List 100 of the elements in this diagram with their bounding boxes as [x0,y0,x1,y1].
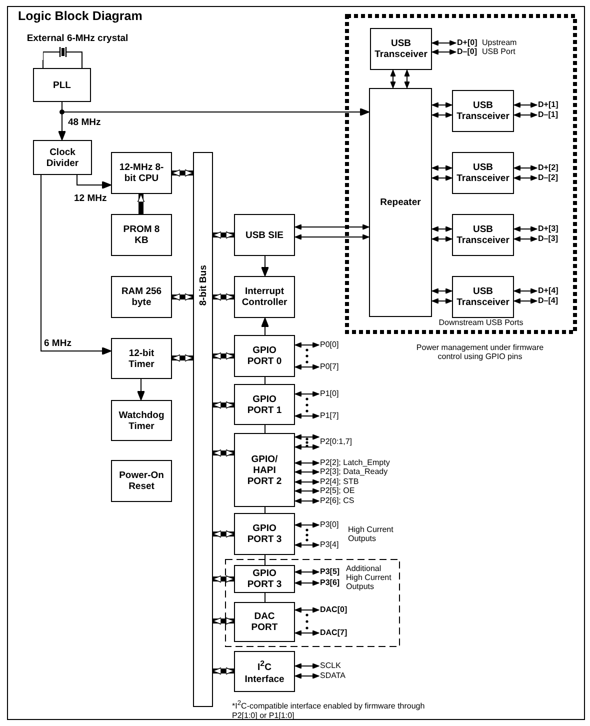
block-label: GPIO/ HAPI PORT 2 [246,454,283,486]
double-arrow [294,224,370,230]
pin-label: SDATA [320,671,346,681]
double-arrow [432,236,452,242]
pin-label: D–[2] [538,173,558,183]
pin-label: SCLK [320,661,341,671]
block-label: GPIO PORT 0 [246,345,283,367]
pin-label: D+[2] [538,163,558,173]
pin-label: P2[6]; CS [320,496,354,506]
double-arrow [432,226,452,232]
block-label: DAC PORT [250,611,279,633]
pin-arrow [432,49,456,55]
connector-line [264,506,266,514]
pin-arrow [514,165,538,171]
pin-label: P1[7] [320,411,339,421]
bus-label: 8-bit Bus [198,265,208,306]
pin-arrow [294,469,320,475]
pin-arrow [514,288,538,294]
pin-label: D–[0] [457,47,478,57]
pin-label: P2[4]; STB [320,477,359,487]
pin-label: P3[4] [320,540,339,550]
bus-arrow [137,194,145,214]
block-label: Power-On Reset [119,470,164,492]
note: Power management under firmware control using GPIO pins [415,343,545,361]
block-box [234,433,295,507]
block-label: 12-bit Timer [128,348,156,370]
pin-arrow [294,630,320,636]
pin-label: P3[5] [320,567,340,577]
arrow [137,378,145,400]
crystal-label: External 6-MHz crystal [26,33,128,44]
block-box [111,214,172,256]
bus-arrow [212,352,234,360]
pin-arrow [514,102,538,108]
pin-label: P3[6] [320,578,340,588]
bus-arrow [212,530,234,538]
block-box [452,152,514,194]
pin-label: D+[1] [538,100,558,110]
pin-label: P2[0:1,7] [320,437,352,447]
block-box [111,338,172,379]
diagram-title: Logic Block Diagram [18,9,142,23]
double-arrow [432,112,452,118]
pin-label: P2[2]; Latch_Empty [320,458,390,468]
double-arrow [294,234,370,240]
block-label: GPIO PORT 1 [246,394,283,416]
pin-arrow [294,607,320,613]
edge-label: 12 MHz [74,193,107,204]
block-box [33,68,91,102]
block-label: Interrupt Controller [242,286,288,308]
block-label: USB Transceiver [374,38,428,60]
bus-arrow [172,169,194,177]
double-arrow [432,102,452,108]
block-box [234,651,295,692]
pin-arrow [432,40,456,46]
arrow [261,318,269,336]
block-label: GPIO PORT 3 [246,568,283,590]
block-label: RAM 256 byte [120,286,163,308]
arrow [76,174,112,189]
double-arrow [432,165,452,171]
block-label: Clock Divider [45,146,80,168]
connector-line [264,592,266,602]
note: High Current Outputs [348,525,394,543]
pin-label: DAC[0] [320,605,348,615]
pin-label: D+[4] [538,286,558,296]
pin-arrow [294,364,320,370]
pin-arrow [514,298,538,304]
bus-arrow [212,575,234,583]
block-box [111,400,172,441]
pin-label: P0[7] [320,362,339,372]
bus-arrow [212,401,234,409]
pin-label: P0[0] [320,340,339,350]
block-box [234,602,295,642]
connector-line [264,424,266,434]
block-box [370,28,432,70]
pin-arrow [294,522,320,528]
pin-label: D+[0] [457,38,478,48]
bus-arrow [212,617,234,625]
block-box [234,384,295,425]
note: Additional High Current Outputs [346,564,392,591]
bus-arrow [212,449,234,457]
pin-arrow [294,434,320,440]
edge-label: 6 MHz [44,338,72,349]
double-arrow [432,298,452,304]
bus-bar [193,152,213,707]
arrow [40,174,112,355]
pin-label: D–[4] [538,296,558,306]
pin-label: D–[1] [538,110,558,120]
pin-arrow [294,413,320,419]
block-label: USB Transceiver [456,224,510,246]
block-label: GPIO PORT 3 [246,523,283,545]
arrow [261,256,269,276]
pin-arrow [514,175,538,181]
connector-line [42,60,44,68]
block-box [452,90,514,132]
pin-arrow [294,569,320,575]
pin-label: DAC[7] [320,628,348,638]
bus-arrow [212,293,234,301]
block-box [234,565,295,593]
bus-arrow [172,354,194,362]
block-label: USB Transceiver [456,162,510,184]
block-label: USB Transceiver [456,286,510,308]
